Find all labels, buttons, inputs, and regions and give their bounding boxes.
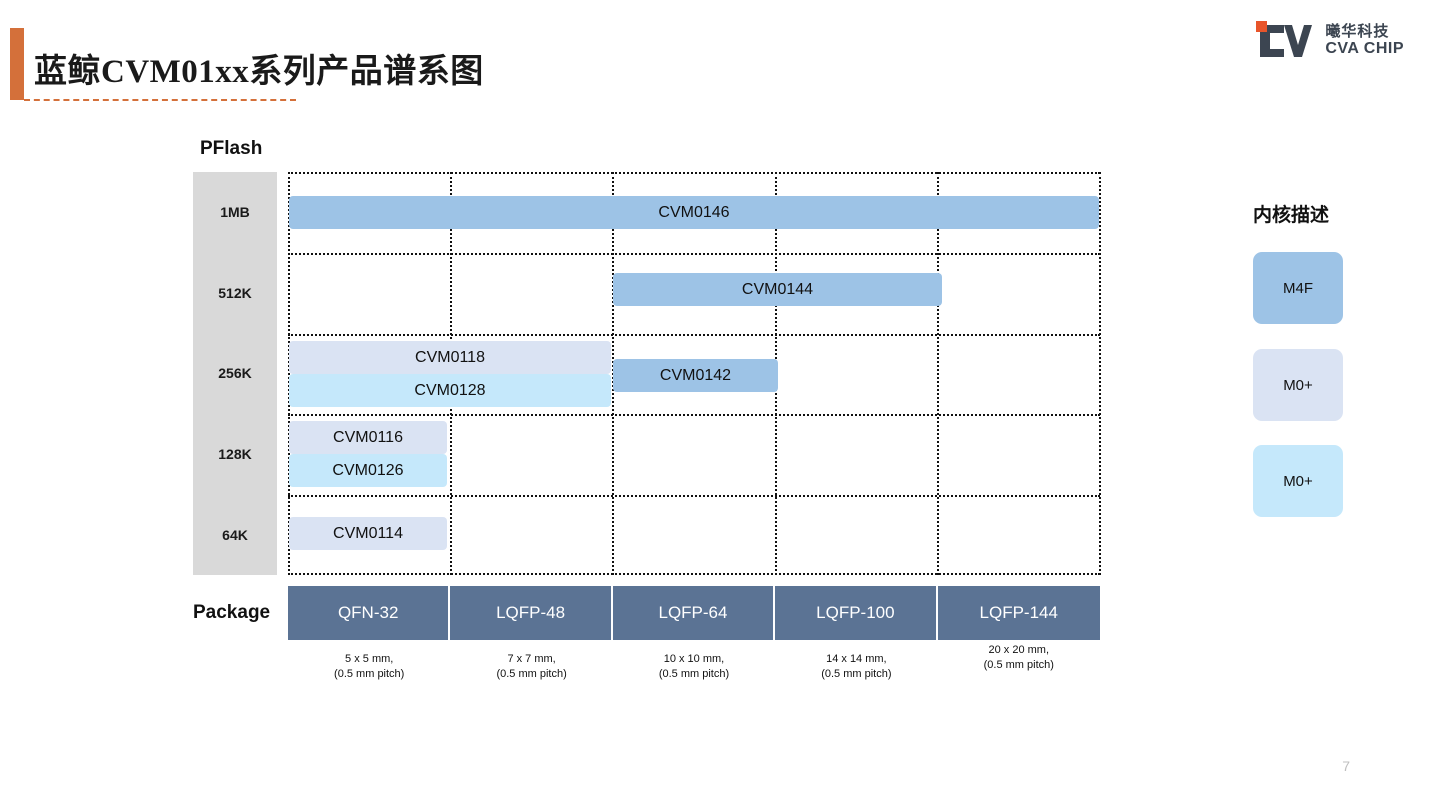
product-bar-cvm0146[interactable]: CVM0146	[289, 196, 1099, 229]
logo-name-cn: 曦华科技	[1325, 23, 1390, 41]
package-cell-qfn-32[interactable]: QFN-32	[288, 586, 451, 640]
y-tick-1mb: 1MB	[220, 204, 250, 221]
dims-line-1: 7 x 7 mm,	[507, 653, 556, 665]
product-bar-cvm0126[interactable]: CVM0126	[289, 454, 447, 487]
product-matrix-plot: CVM0146 CVM0144 CVM0118 CVM0128 CVM0142 …	[288, 172, 1101, 575]
legend-chip-m0plus-lavender[interactable]: M0+	[1253, 349, 1343, 421]
logo-mark-icon	[1254, 21, 1316, 61]
logo-name-en: CVA CHIP	[1325, 40, 1404, 58]
package-dims-lqfp-100: 14 x 14 mm, (0.5 mm pitch)	[775, 652, 937, 682]
page-number: 7	[1342, 758, 1350, 774]
logo-wordmark: 曦华科技 CVA CHIP	[1325, 23, 1404, 58]
legend-title: 内核描述	[1253, 205, 1330, 226]
product-bar-cvm0116[interactable]: CVM0116	[289, 421, 447, 454]
grid-line-horizontal	[288, 573, 1100, 575]
product-bar-cvm0114[interactable]: CVM0114	[289, 517, 447, 550]
brand-logo: 曦华科技 CVA CHIP	[1254, 18, 1404, 64]
package-dimensions-row: 5 x 5 mm, (0.5 mm pitch) 7 x 7 mm, (0.5 …	[288, 644, 1100, 682]
product-bar-cvm0128[interactable]: CVM0128	[289, 374, 611, 407]
y-tick-512k: 512K	[218, 284, 252, 301]
grid-line-vertical	[288, 172, 290, 575]
package-dims-lqfp-144: 20 x 20 mm, (0.5 mm pitch)	[938, 643, 1100, 682]
y-tick-256k: 256K	[218, 365, 252, 382]
page-title: 蓝鲸CVM01xx系列产品谱系图	[34, 54, 484, 90]
package-cell-lqfp-64[interactable]: LQFP-64	[612, 586, 776, 640]
dims-line-1: 10 x 10 mm,	[663, 653, 725, 665]
x-axis-title: Package	[193, 602, 271, 623]
grid-line-horizontal	[288, 172, 1100, 174]
product-bar-cvm0142[interactable]: CVM0142	[613, 359, 778, 392]
title-accent-bar	[10, 28, 24, 100]
product-bar-cvm0144[interactable]: CVM0144	[613, 273, 942, 306]
grid-line-vertical	[937, 172, 939, 575]
package-dims-lqfp-48: 7 x 7 mm, (0.5 mm pitch)	[450, 652, 612, 682]
grid-line-horizontal	[288, 414, 1100, 416]
dims-line-2: (0.5 mm pitch)	[658, 667, 730, 680]
grid-line-horizontal	[288, 495, 1100, 497]
package-dims-lqfp-64: 10 x 10 mm, (0.5 mm pitch)	[613, 652, 775, 682]
dims-line-1: 5 x 5 mm,	[345, 653, 394, 665]
y-axis-title: PFlash	[200, 138, 263, 159]
package-cell-lqfp-144[interactable]: LQFP-144	[937, 586, 1100, 640]
y-tick-128k: 128K	[218, 446, 252, 463]
y-axis-scale: 1MB 512K 256K 128K 64K	[193, 172, 277, 575]
grid-line-vertical	[1099, 172, 1101, 575]
product-bar-cvm0118[interactable]: CVM0118	[289, 341, 611, 374]
grid-line-horizontal	[288, 253, 1100, 255]
title-divider	[24, 99, 296, 101]
package-cell-lqfp-48[interactable]: LQFP-48	[450, 586, 613, 640]
legend-chip-m4f[interactable]: M4F	[1253, 252, 1343, 324]
legend-chip-m0plus-cyan[interactable]: M0+	[1253, 445, 1343, 517]
dims-line-1: 20 x 20 mm,	[988, 644, 1050, 656]
grid-line-horizontal	[288, 334, 1100, 336]
dims-line-1: 14 x 14 mm,	[826, 653, 887, 665]
package-header-row: QFN-32 LQFP-48 LQFP-64 LQFP-100 LQFP-144	[288, 586, 1100, 640]
package-cell-lqfp-100[interactable]: LQFP-100	[775, 586, 938, 640]
dims-line-2: (0.5 mm pitch)	[821, 667, 892, 680]
dims-line-2: (0.5 mm pitch)	[334, 667, 405, 680]
logo-accent-square-icon	[1256, 21, 1268, 32]
dims-line-2: (0.5 mm pitch)	[983, 658, 1054, 671]
package-dims-qfn-32: 5 x 5 mm, (0.5 mm pitch)	[288, 652, 450, 682]
dims-line-2: (0.5 mm pitch)	[496, 667, 567, 680]
y-tick-64k: 64K	[222, 526, 248, 543]
